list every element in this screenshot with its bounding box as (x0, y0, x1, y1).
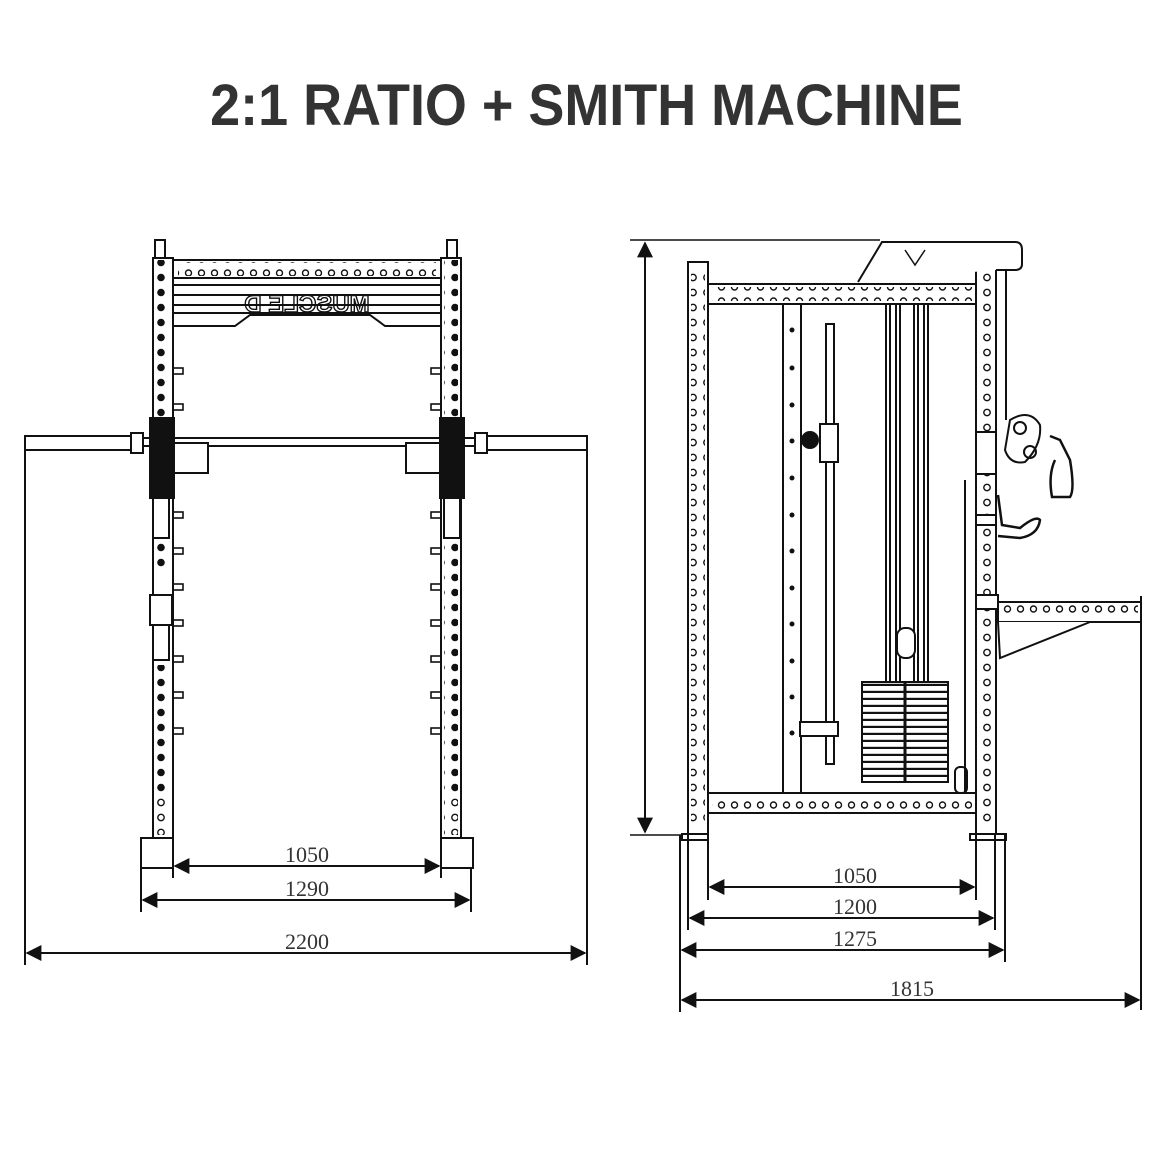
side-dim-1200: 1200 (833, 894, 877, 919)
left-upright (149, 239, 174, 841)
front-dim-1290: 1290 (285, 876, 329, 901)
side-dimensions (679, 835, 1141, 1012)
side-view (630, 239, 1142, 1010)
front-view: MUSCLE D (24, 239, 588, 869)
barbell (24, 417, 588, 539)
front-dim-1050: 1050 (285, 842, 329, 867)
side-dim-1275: 1275 (833, 926, 877, 951)
right-upright (440, 239, 462, 841)
front-logo: MUSCLE D (244, 291, 369, 318)
front-dim-2200: 2200 (285, 929, 329, 954)
side-dim-1815: 1815 (890, 976, 934, 1001)
page-title: 2:1 RATIO + SMITH MACHINE (210, 73, 963, 138)
front-dimensions (24, 450, 588, 965)
side-dim-1050: 1050 (833, 863, 877, 888)
